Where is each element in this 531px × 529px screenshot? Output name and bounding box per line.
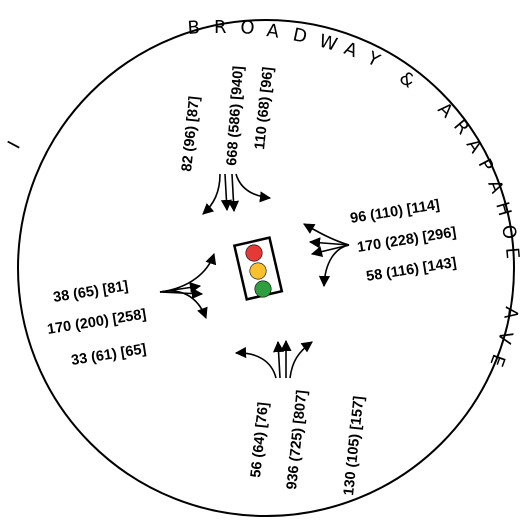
- south-approach-arrows: [234, 339, 313, 379]
- street-letter: E: [501, 247, 523, 260]
- north-through-arrow: [227, 173, 240, 213]
- street-i-mark: I: [4, 138, 25, 153]
- south-left-turn-arrow: [289, 341, 313, 379]
- east-through-arrow: [310, 244, 350, 258]
- signal-green-light: [254, 280, 272, 298]
- intersection-circle: [17, 19, 515, 517]
- street-letter: O: [497, 223, 520, 241]
- street-letter: A: [265, 20, 281, 43]
- south-through-arrow: [272, 340, 285, 379]
- street-letter: E: [485, 351, 509, 369]
- south-approach-volumes: 56 (64) [76] 936 (725) [807] 936 (725) […: [248, 389, 367, 496]
- east-top-volume-label: 96 (110) [114]: [349, 197, 441, 227]
- street-letter: R: [214, 17, 227, 38]
- east-approach-arrows: [303, 223, 350, 288]
- street-letter: A: [434, 98, 458, 122]
- north-left-volume-label: 82 (96) [87]: [179, 95, 203, 172]
- east-left-turn-arrow: [318, 244, 350, 288]
- south-left-volume-label: 56 (64) [76]: [248, 401, 272, 478]
- east-right-turn-arrow: [303, 223, 350, 246]
- west-bottom-volume-label: 33 (61) [65]: [70, 341, 147, 369]
- street-letter: A: [462, 135, 487, 158]
- north-left-turn-arrow: [202, 173, 221, 215]
- north-approach-arrows: [202, 173, 272, 215]
- street-letter: W: [317, 31, 340, 56]
- east-through-arrow: [308, 237, 350, 249]
- west-middle-volume-label: 170 (200) [258]: [46, 306, 147, 337]
- street-letter: A: [483, 177, 507, 197]
- north-through-volume-label: 668 (586) [940]: [224, 65, 247, 166]
- street-letter: A: [499, 305, 522, 321]
- traffic-signal-icon: [232, 236, 284, 301]
- street-letter: H: [491, 200, 515, 219]
- south-right-volume-label: 130 (105) [157]: [341, 395, 367, 496]
- south-right-turn-arrow: [234, 346, 277, 379]
- north-through-arrow: [220, 173, 233, 212]
- signal-yellow-light: [249, 262, 267, 280]
- west-approach-arrows: [159, 252, 217, 320]
- street-letter: A: [341, 38, 361, 62]
- east-bottom-volume-label: 58 (116) [143]: [365, 255, 458, 285]
- east-approach-volumes: 96 (110) [114] 170 (228) [296] 58 (116) …: [349, 197, 458, 285]
- west-top-volume-label: 38 (65) [81]: [52, 278, 129, 306]
- west-left-turn-arrow: [159, 252, 217, 293]
- west-through-arrow: [159, 287, 204, 300]
- north-right-volume-label: 110 (68) [96]: [252, 66, 277, 150]
- street-letter: D: [291, 24, 309, 47]
- north-right-turn-arrow: [235, 173, 272, 203]
- south-through-volume-label: 936 (725) [807]: [284, 389, 310, 490]
- street-letter: O: [240, 17, 256, 39]
- west-approach-volumes: 38 (65) [81] 170 (200) [258] 33 (61) [65…: [46, 278, 147, 369]
- street-letter: B: [187, 17, 201, 39]
- street-letter: Y: [363, 47, 384, 72]
- street-letter: V: [493, 329, 517, 347]
- east-middle-volume-label: 170 (228) [296]: [356, 224, 457, 255]
- street-letter: R: [449, 116, 473, 139]
- west-right-turn-arrow: [159, 290, 208, 320]
- north-approach-volumes: 82 (96) [87] 668 (586) [940] 110 (68) [9…: [179, 65, 277, 172]
- signal-red-light: [245, 244, 263, 262]
